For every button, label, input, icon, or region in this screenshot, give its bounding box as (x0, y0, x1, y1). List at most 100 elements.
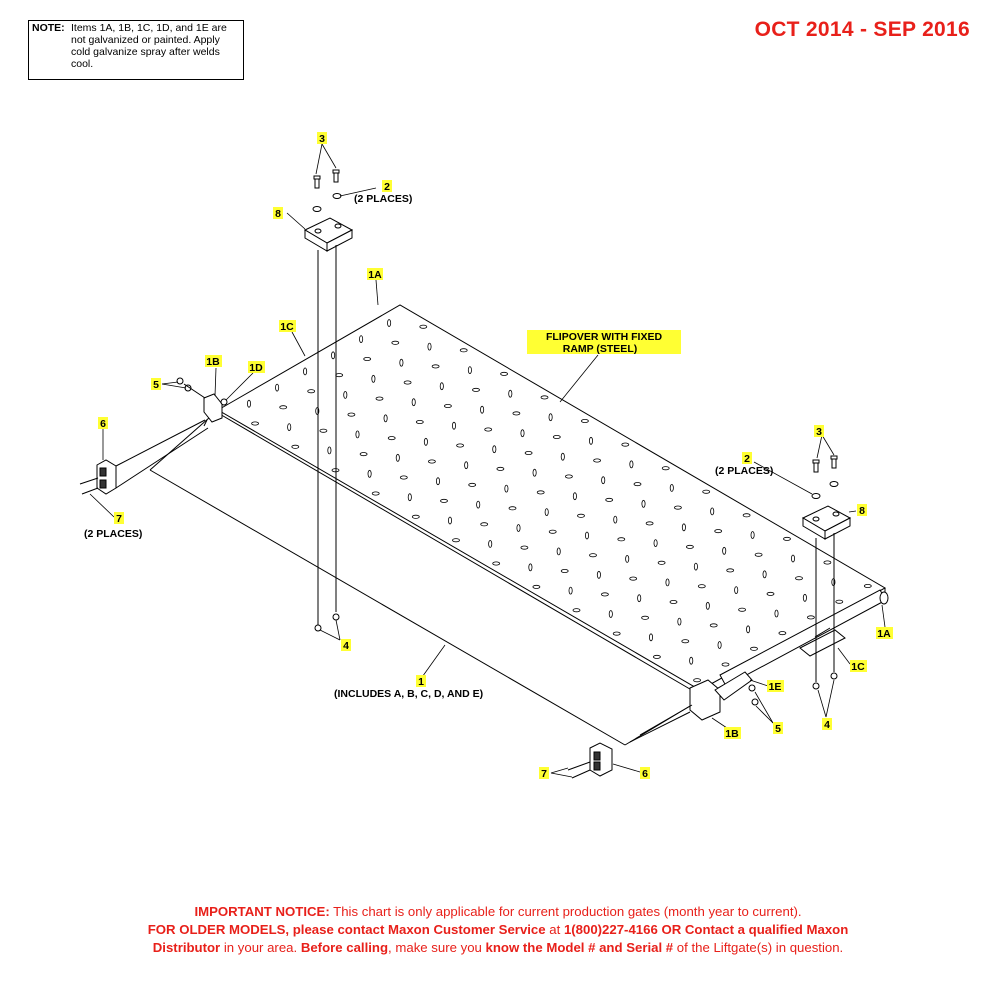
tread-diamond (746, 625, 751, 634)
bolt-7-left-a (79, 477, 99, 485)
tread-diamond (762, 570, 767, 579)
tread-diamond (447, 516, 452, 525)
tread-diamond (500, 371, 509, 376)
tread-diamond (766, 591, 775, 596)
tread-diamond (863, 584, 872, 589)
tread-diamond (456, 443, 465, 448)
tread-diamond (536, 490, 545, 495)
tread-diamond (427, 459, 436, 464)
tread-diamond (601, 592, 609, 597)
nut-5-left-a (176, 377, 184, 385)
callout-3-top: 3 (319, 133, 325, 145)
notice-heading: IMPORTANT NOTICE: (194, 904, 330, 919)
tread-diamond (750, 531, 755, 539)
tread-diamond (653, 539, 658, 547)
tread-diamond (516, 524, 521, 532)
right-plate-assembly (801, 455, 852, 690)
important-notice: IMPORTANT NOTICE: This chart is only app… (0, 903, 996, 957)
tread-diamond (427, 342, 432, 351)
tread-diamond (589, 553, 597, 558)
tread-diamond (807, 615, 815, 620)
nut-4-left-b (332, 613, 340, 621)
callout-8-top: 8 (275, 208, 281, 220)
tread-diamond (520, 429, 525, 438)
notice-phone: 1(800)227-4166 OR Contact a qualified Ma… (563, 922, 849, 937)
tread-diamond (331, 351, 336, 360)
tread-diamond (496, 466, 505, 471)
tread-diamond (669, 600, 678, 605)
tread-diamond (617, 537, 626, 542)
tread-diamond (710, 507, 715, 516)
tread-diamond (375, 396, 384, 401)
tread-diamond (359, 452, 368, 457)
tread-diamond (641, 499, 646, 508)
hinge-assembly-right-front (629, 671, 753, 743)
title-callout-line2: RAMP (STEEL) (563, 343, 637, 355)
callout-4-right: 4 (824, 719, 830, 731)
callout-6-left: 6 (100, 418, 106, 430)
notice-line-3-mid-a: in your area. (220, 940, 301, 955)
notice-before-calling: Before calling (300, 940, 389, 955)
tread-diamond (572, 608, 581, 613)
tread-diamond (291, 444, 300, 449)
tread-diamond (613, 515, 618, 524)
tread-diamond (802, 593, 807, 602)
tread-diamond (343, 390, 348, 399)
tread-diamond (307, 389, 316, 394)
tread-diamond (593, 458, 601, 463)
tread-diamond (633, 482, 642, 487)
tread-diamond (287, 423, 292, 432)
callout-2-right: 2 (744, 453, 750, 465)
tread-diamond (721, 662, 730, 667)
title-callout-line1: FLIPOVER WITH FIXED (546, 331, 663, 343)
tread-diamond (472, 387, 480, 392)
tread-diamond (275, 383, 280, 392)
tread-diamond (681, 523, 686, 532)
callout-1d-left: 1D (249, 362, 263, 374)
tread-diamond (689, 656, 694, 665)
tread-diamond (520, 545, 529, 550)
callout-5-left: 5 (153, 379, 159, 391)
tread-diamond (347, 412, 356, 417)
callout-2-top: 2 (384, 181, 390, 193)
tread-diamond (717, 641, 722, 649)
notice-line-3: Distributor in your area. Before calling… (0, 939, 996, 957)
callout-1a-right: 1A (877, 628, 891, 640)
ramp-front-edge (149, 469, 626, 746)
tread-diamond (415, 419, 424, 424)
tread-diamond (714, 529, 723, 534)
tread-diamond (556, 547, 561, 556)
tread-diamond (467, 366, 472, 375)
notice-line-1-text: This chart is only applicable for curren… (329, 904, 802, 919)
tread-diamond (625, 555, 630, 563)
tread-diamond (303, 367, 308, 376)
callout-labels: 3 2 (2 PLACES) 8 1A 1C FLIPOVER WITH FIX… (84, 132, 893, 780)
tread-diamond (681, 639, 690, 644)
tread-diamond (697, 584, 706, 589)
tread-diamond (452, 538, 460, 543)
notice-line-2: FOR OLDER MODELS, please contact Maxon C… (0, 921, 996, 939)
tread-diamond (709, 623, 718, 628)
tread-diamond (484, 427, 493, 432)
hinge-block-1b-right (689, 679, 721, 721)
tread-diamond (653, 654, 661, 659)
tread-diamond (439, 382, 444, 391)
tread-diamond (560, 452, 565, 461)
tread-diamond (726, 568, 735, 573)
notice-distributor: Distributor (152, 940, 221, 955)
tread-diamond (476, 500, 481, 509)
tread-diamond (544, 508, 549, 516)
tread-diamond (649, 633, 654, 642)
tread-diamond (738, 607, 746, 612)
tread-diamond (355, 430, 360, 439)
tread-diamond (754, 552, 763, 557)
bumper-6-bottom (589, 742, 613, 777)
nut-4-right-b (830, 672, 838, 680)
flipover-plate (149, 304, 887, 746)
tread-diamond (512, 411, 521, 416)
tread-diamond (835, 599, 844, 604)
nut-4-right-a (812, 682, 820, 690)
tread-diamond (399, 358, 404, 367)
callout-6-bottom: 6 (642, 768, 648, 780)
callout-7-bottom: 7 (541, 768, 547, 780)
